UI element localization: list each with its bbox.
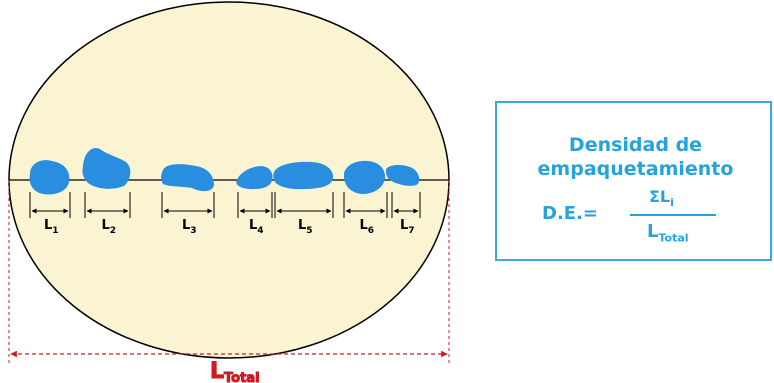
segment-3-label: L3 xyxy=(182,218,197,236)
formula-box: Densidad de empaquetamiento D.E.= ΣLi LT… xyxy=(495,101,772,261)
segment-5-label: L5 xyxy=(298,218,313,236)
dimension-ticks xyxy=(29,192,421,218)
particle-1 xyxy=(29,160,70,195)
formula-title: Densidad de empaquetamiento xyxy=(497,133,774,181)
formula-lhs: D.E.= xyxy=(542,203,598,224)
fraction-bar xyxy=(630,214,716,216)
denominator-sub: Total xyxy=(658,231,689,245)
numerator-sub: i xyxy=(670,196,674,210)
particle-2 xyxy=(82,147,131,189)
particle-4 xyxy=(236,166,273,190)
segment-1-label: L1 xyxy=(44,218,59,236)
total-dimension: LTotal xyxy=(8,180,450,383)
segment-4-label: L4 xyxy=(249,218,264,236)
formula-denominator: LTotal xyxy=(647,221,689,245)
formula-title-line1: Densidad de xyxy=(568,134,703,156)
particle-6 xyxy=(343,160,386,194)
particle-7 xyxy=(385,164,420,186)
denominator-text: L xyxy=(647,221,659,242)
segment-dimensions: L1 L2 L3 L4 L5 L6 L7 xyxy=(31,208,419,236)
segment-6-label: L6 xyxy=(360,218,375,236)
formula-title-line2: empaquetamiento xyxy=(537,158,734,180)
formula-numerator: ΣLi xyxy=(649,187,674,209)
particles-group xyxy=(29,147,420,195)
particle-5 xyxy=(273,161,334,190)
segment-7-label: L7 xyxy=(400,218,415,236)
segment-2-label: L2 xyxy=(102,218,117,236)
particle-3 xyxy=(161,164,214,192)
total-label: LTotal xyxy=(210,359,260,383)
numerator-text: ΣL xyxy=(649,187,671,206)
